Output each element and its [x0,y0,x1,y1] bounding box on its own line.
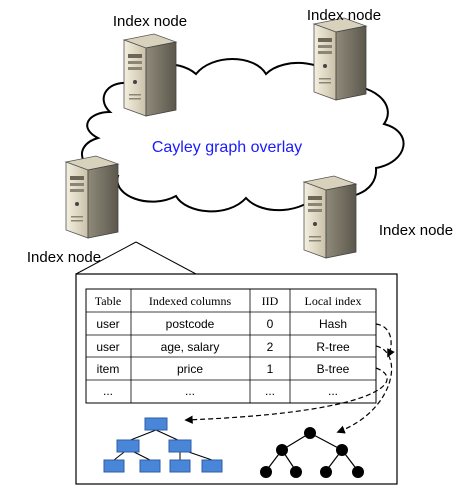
table-cell: item [97,362,120,376]
node-label-left: Index node [27,249,101,266]
table-cell: price [177,362,203,376]
callout-pointer [75,241,197,275]
rtree-node [260,466,272,478]
column-header-iid: IID [262,294,279,308]
table-cell: ... [103,384,113,398]
rtree-diagram [260,427,364,478]
overlay-label: Cayley graph overlay [152,139,302,156]
btree-node [169,459,191,473]
hash-pointer-arrow [375,323,395,358]
btree-node [144,417,168,431]
table-cell: ... [265,384,275,398]
index-table: Table Indexed columns IID Local index us… [85,288,377,404]
table-cell: B-tree [317,362,350,376]
table-cell: postcode [166,317,215,331]
server-icon-top-left [123,33,177,117]
table-cell: ... [328,384,338,398]
column-header-local-index: Local index [305,294,362,308]
table-cell: user [96,317,119,331]
rtree-node [276,444,288,456]
pointer-arrows [184,323,395,434]
btree-node [201,459,223,473]
column-header-table: Table [95,294,121,308]
btree-diagram [103,417,223,473]
node-label-right: Index node [379,222,453,239]
node-label-top-left: Index node [113,13,187,30]
rtree-node [336,444,348,456]
node-label-top-right: Index node [307,7,381,24]
table-cell: R-tree [316,340,350,354]
table-cell: Hash [319,317,347,331]
rtree-node [304,427,316,439]
table-cell: 2 [267,340,274,354]
btree-node [139,459,161,473]
table-cell: 0 [267,317,274,331]
rtree-pointer-arrow [336,345,393,434]
table-cell: ... [185,384,195,398]
btree-node [168,439,192,453]
rtree-node [290,466,302,478]
btree-node [116,439,140,453]
server-icon-top-right [313,17,367,101]
btree-pointer-arrow [184,367,388,424]
rtree-node [352,466,364,478]
table-cell: user [96,340,119,354]
table-cell: 1 [267,362,274,376]
server-icon-left [65,155,119,239]
rtree-node [320,466,332,478]
btree-node [103,459,125,473]
server-icon-right [303,175,357,259]
table-cell: age, salary [161,340,220,354]
column-header-indexed-columns: Indexed columns [149,294,232,308]
